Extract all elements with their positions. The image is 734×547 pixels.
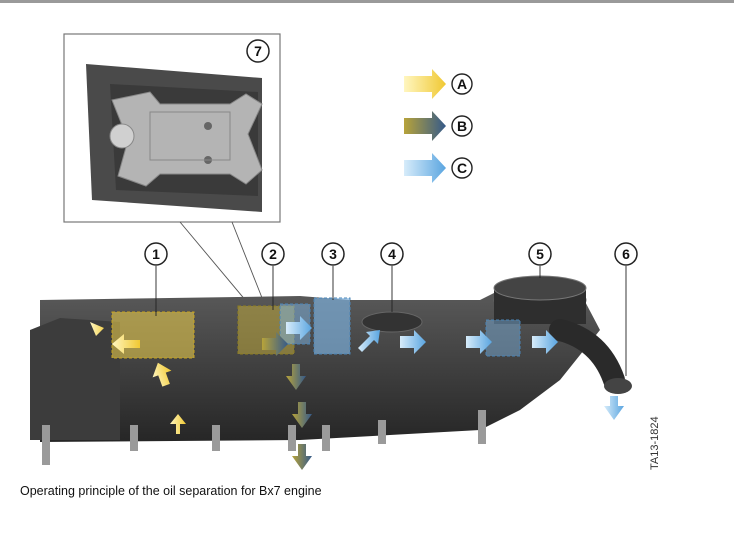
legend-arrow-a [404,69,446,99]
legend-arrow-c [404,153,446,183]
callout-7: 7 [247,40,269,62]
legend-item-b: B [404,111,472,141]
legend-item-c: C [404,153,472,183]
callout-6-label: 6 [622,246,630,262]
callout-5: 5 [529,243,551,278]
oil-separator-chamber-highlight [112,312,194,358]
legend-letter-a: A [457,76,467,92]
legend-letter-b: B [457,118,467,134]
callout-3: 3 [322,243,344,300]
callout-2-label: 2 [269,246,277,262]
callout-7-label: 7 [254,43,262,59]
legend-arrow-b [404,111,446,141]
vent-duct-highlight [486,320,520,356]
callout-4-label: 4 [388,246,396,262]
oil-separation-diagram: 7 A B C [0,0,734,480]
cyclone-separator-highlight [314,298,350,354]
legend-item-a: A [404,69,472,99]
figure-id: TA13-1824 [649,416,661,470]
oil-filler-cap [362,312,422,332]
legend: A B C [404,69,472,183]
legend-letter-c: C [457,160,467,176]
callout-5-label: 5 [536,246,544,262]
callout-3-label: 3 [329,246,337,262]
callout-6: 6 [615,243,637,376]
figure-caption: Operating principle of the oil separatio… [20,484,322,498]
callout-1-label: 1 [152,246,160,262]
inset-plate-illustration [86,64,262,212]
